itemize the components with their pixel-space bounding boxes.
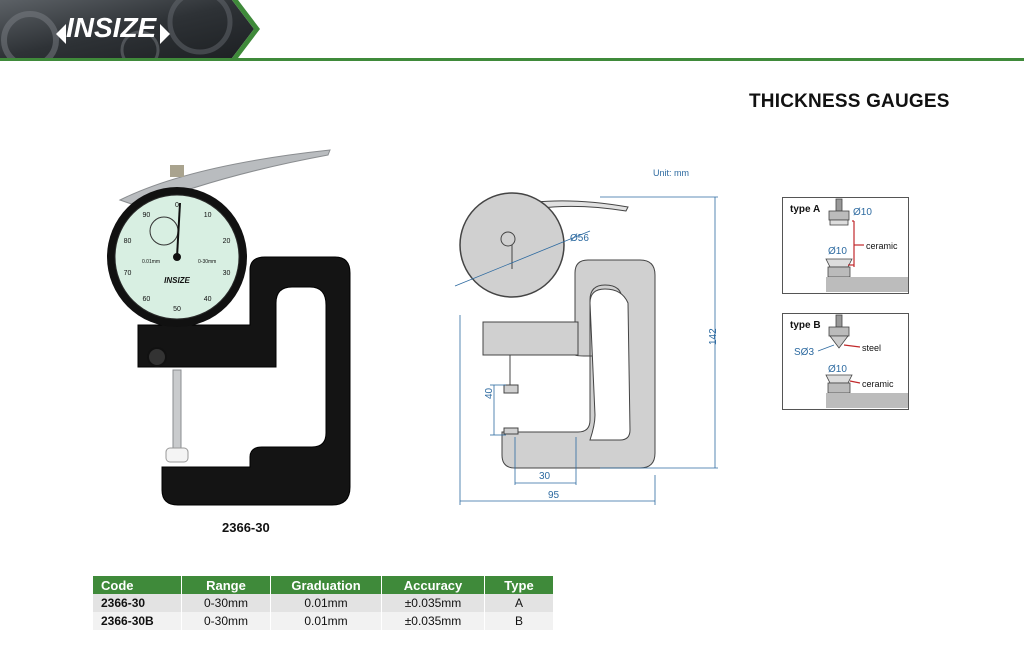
dim-depth: 30 [539,471,551,482]
dial-resolution: 0.01mm [142,259,160,265]
type-b-detail: type B steel SØ3 Ø10 ceramic [782,313,909,410]
col-type: Type [484,576,554,594]
dial-tick-label: 0 [175,202,179,209]
type-b-steel-tip [829,335,849,349]
table-row: 2366-30 0-30mm 0.01mm ±0.035mm A [93,594,554,612]
product-illustration: INSIZE 0-30mm 0.01mm 0 10 20 30 40 50 60 70 80 90 [107,149,351,506]
contact-point [165,447,189,463]
type-b-label: type B [790,320,821,331]
dim-gap: 40 [484,387,495,399]
dial-needle [176,202,181,258]
type-a-material: ceramic [866,241,898,251]
type-a-detail: type A Ø10 Ø10 ceramic [782,197,909,294]
cell-code: 2366-30 [93,594,182,612]
dial-tick-labels: 0 10 20 30 40 50 60 70 80 90 [124,202,231,313]
type-b-ceramic-leader [849,380,861,384]
type-b-tip: SØ3 [794,347,814,358]
drawing-counter [500,231,516,247]
col-code: Code [93,576,182,594]
dial-tick-label: 50 [173,306,181,313]
dim-diameter: Ø56 [570,233,589,244]
drawing-upper-contact [503,384,519,394]
type-b-lower-dia: Ø10 [828,364,847,375]
page-title: THICKNESS GAUGES [749,91,950,112]
unit-label: Unit: mm [653,168,689,178]
table-row: 2366-30B 0-30mm 0.01mm ±0.035mm B [93,612,554,630]
dial-tick-label: 60 [143,296,151,303]
type-b-lower-anvil [825,374,853,384]
dial-tick-label: 70 [124,270,132,277]
dimension-lines [454,196,718,505]
dim-height: 142 [708,328,719,345]
type-a-lower-dia: Ø10 [828,246,847,257]
type-b-steel-leader [843,344,861,348]
cell-graduation: 0.01mm [270,612,382,630]
dial-tick-label: 80 [124,238,132,245]
cell-range: 0-30mm [181,612,271,630]
header-banner: INSIZE [0,0,1024,61]
dim-width: 95 [548,490,560,501]
spindle [172,369,182,451]
cell-graduation: 0.01mm [270,594,382,612]
drawing-neck [482,321,579,356]
gauge-frame [137,256,351,506]
cell-range: 0-30mm [181,594,271,612]
brand-logo: INSIZE [66,12,157,43]
type-a-upper-dia: Ø10 [853,207,872,218]
type-a-upper-anvil [828,210,850,221]
dial-tick-label: 10 [204,212,212,219]
clamp-screw [147,347,167,367]
cell-type: B [484,612,554,630]
cell-code: 2366-30B [93,612,182,630]
type-b-lower-material: ceramic [862,379,894,389]
col-range: Range [181,576,271,594]
type-a-label: type A [790,204,820,215]
product-code-label: 2366-30 [222,520,270,535]
spec-table: Code Range Graduation Accuracy Type 2366… [93,576,554,630]
drawing-frame-cutout [589,288,631,441]
type-a-lower-anvil [825,258,853,268]
cell-accuracy: ±0.035mm [381,612,485,630]
dial-brand: INSIZE [164,276,190,285]
technical-drawing: Ø56 142 40 30 95 [454,192,719,505]
table-header-row: Code Range Graduation Accuracy Type [93,576,554,594]
dial-tick-label: 30 [223,270,231,277]
needle-hub [173,253,181,261]
cell-accuracy: ±0.035mm [381,594,485,612]
col-graduation: Graduation [270,576,382,594]
type-b-tip-material: steel [862,343,881,353]
drawing-lower-contact [503,427,519,435]
col-accuracy: Accuracy [381,576,485,594]
banner-graphic [0,0,260,58]
dial-range: 0-30mm [198,259,216,265]
dial-tick-label: 40 [204,296,212,303]
crown-knob [170,165,184,177]
dial-tick-label: 20 [223,238,231,245]
frame-cutout [276,293,322,443]
cell-type: A [484,594,554,612]
dial-tick-label: 90 [143,212,151,219]
